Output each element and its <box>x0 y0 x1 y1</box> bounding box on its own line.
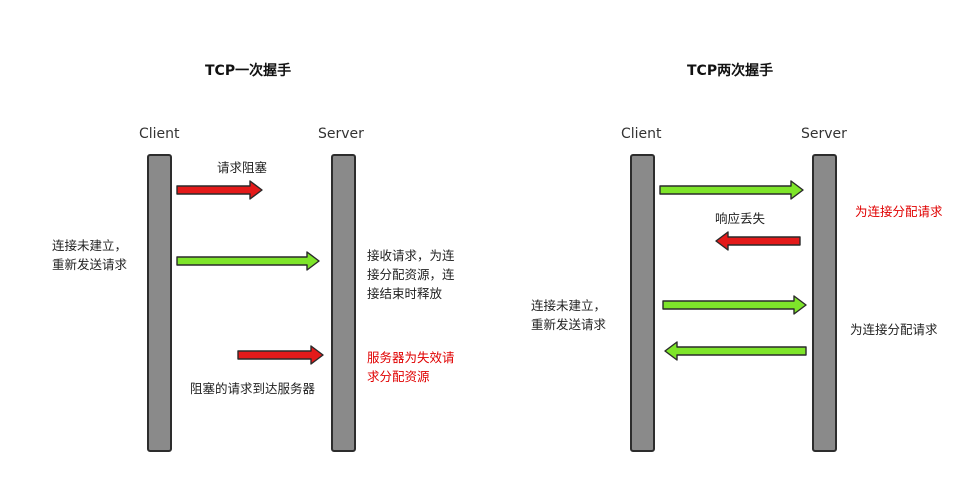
arrow-left-3-red <box>237 345 324 365</box>
server-label-left: Server <box>318 126 364 142</box>
client-label-left: Client <box>139 126 180 142</box>
note-accept-request: 接收请求，为连 接分配资源，连 接结束时释放 <box>367 248 455 301</box>
note-retry-right: 连接未建立， 重新发送请求 <box>531 298 607 332</box>
client-lifeline-right <box>630 154 655 452</box>
note-blocked-arrives: 阻塞的请求到达服务器 <box>190 381 316 396</box>
note-request-blocked: 请求阻塞 <box>217 160 268 175</box>
arrow-right-1-green <box>659 180 804 200</box>
client-label-right: Client <box>621 126 662 142</box>
arrow-right-3-green <box>662 295 807 315</box>
diagram-title-two-way: TCP两次握手 <box>687 63 774 79</box>
arrow-left-2-green <box>176 251 320 271</box>
server-label-right: Server <box>801 126 847 142</box>
arrow-right-4-green <box>664 341 807 361</box>
arrow-right-2-red <box>715 231 801 251</box>
note-retry-left: 连接未建立， 重新发送请求 <box>52 238 128 272</box>
note-invalid-allocation: 服务器为失效请 求分配资源 <box>367 350 455 384</box>
note-allocate-red: 为连接分配请求 <box>855 204 943 219</box>
server-lifeline-left <box>331 154 356 452</box>
diagram-title-one-way: TCP一次握手 <box>205 63 292 79</box>
arrow-left-1-red <box>176 180 263 200</box>
note-response-lost: 响应丢失 <box>715 211 766 226</box>
note-allocate: 为连接分配请求 <box>850 322 938 337</box>
server-lifeline-right <box>812 154 837 452</box>
client-lifeline-left <box>147 154 172 452</box>
